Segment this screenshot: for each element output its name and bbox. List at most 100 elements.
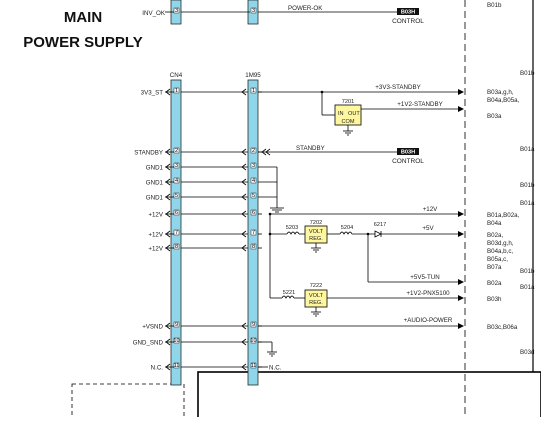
pin-number-right: 3	[252, 163, 255, 169]
ref-b03d: B03d	[520, 349, 535, 356]
inv-ok-control: CONTROL	[392, 18, 424, 25]
arrow-1v2-standby	[458, 106, 464, 112]
pin-number-left: 6	[175, 210, 178, 216]
inv-ok-pin-box-right	[250, 7, 257, 14]
pin-arrow-left	[165, 163, 171, 171]
reg-7222-line2: REG.	[309, 300, 323, 306]
arrow-5v5-tun	[458, 279, 464, 285]
power-ok-signal: POWER-OK	[288, 5, 323, 12]
inv-ok-label: INV_OK	[142, 10, 166, 17]
rail-5v5-tun: +5V5-TUN	[410, 274, 439, 281]
pin-number-left: 2	[175, 148, 178, 154]
pin-arrow-left	[165, 230, 171, 238]
reg-7202-line2: REG.	[309, 236, 323, 242]
pin-arrow-left	[165, 88, 171, 96]
coil-5203	[286, 231, 300, 235]
pin-arrow-left	[165, 244, 171, 252]
pin-number-left: 5	[175, 193, 178, 199]
ref-b04a: B04a	[487, 220, 502, 227]
pin-number-right: 8	[252, 244, 255, 250]
reg-7222-line1: VOLT	[309, 293, 324, 299]
rail-1v2-standby: +1V2-STANDBY	[397, 101, 442, 108]
reg-7222-ref: 7222	[310, 283, 322, 289]
pin-box-right	[250, 337, 257, 344]
ref-b01b-3: B01b	[520, 182, 535, 189]
arrow-3v3-standby	[458, 89, 464, 95]
pin-number-left: 9	[175, 322, 178, 328]
connector-left-label: CN4	[170, 72, 183, 79]
title-line-2: POWER SUPPLY	[23, 34, 142, 51]
ref-b02a-2: B02a	[487, 280, 502, 287]
reg-7201-out: OUT	[348, 111, 360, 117]
pin-label: GND1	[146, 195, 164, 202]
pin-box-left	[173, 192, 180, 199]
inv-ok-chip	[397, 8, 419, 15]
arrow-5v	[458, 231, 464, 237]
ref-b03d-gh: B03d,g,h,	[487, 240, 514, 247]
inv-ok-pin-box	[173, 7, 180, 14]
pin-box-right	[250, 209, 257, 216]
pin-box-right	[250, 177, 257, 184]
ref-b01a-b02a: B01a,B02a,	[487, 212, 520, 219]
pin-box-left	[173, 243, 180, 250]
arrow-12v	[458, 211, 464, 217]
nc-right-label: N.C.	[269, 365, 282, 372]
pin-number-right: 6	[252, 210, 255, 216]
pin-arrow-right	[241, 163, 247, 171]
pin-label: GND1	[146, 180, 164, 187]
pin-box-right	[250, 147, 257, 154]
pin-box-right	[250, 162, 257, 169]
pin-box-left	[173, 362, 180, 369]
pin-number-right: 10	[250, 338, 256, 344]
pin-number-right: 1	[252, 88, 255, 94]
pin-box-left	[173, 162, 180, 169]
rail-1v2-pnx5100: +1V2-PNX5100	[406, 290, 450, 297]
pin-number-right: 2	[252, 148, 255, 154]
pin-box-right	[250, 243, 257, 250]
coil-5204-ref: 5204	[341, 225, 353, 231]
pin-label: +12V	[148, 232, 163, 239]
inv-ok-pin-right: 3	[252, 8, 255, 14]
pin-number-left: 10	[173, 338, 179, 344]
bottom-dashed-box	[71, 383, 185, 422]
ref-b03c-b06a: B03c,B06a	[487, 324, 518, 331]
pin-box-right	[250, 321, 257, 328]
pin-arrow-right	[241, 210, 247, 218]
coil-5221-ref: 5221	[283, 290, 295, 296]
pin-number-right: 7	[252, 230, 255, 236]
pin-box-right	[250, 229, 257, 236]
pin-box-right	[250, 192, 257, 199]
title-line-1: MAIN	[64, 9, 102, 26]
coil-5203-ref: 5203	[286, 225, 298, 231]
ref-b01a-standby: B01a	[520, 146, 535, 153]
reg-7202-ref: 7202	[310, 220, 322, 226]
pin-label: GND_SND	[133, 340, 164, 347]
reg-7201-ref: 7201	[342, 99, 354, 105]
pin-number-left: 11	[174, 363, 180, 369]
pin-box-left	[173, 209, 180, 216]
pin-arrow-right	[241, 178, 247, 186]
rail-5v: +5V	[422, 225, 434, 232]
pin-label: N.C.	[151, 365, 164, 372]
ref-b04a-bc: B04a,b,c,	[487, 248, 513, 255]
rail-12v: +12V	[423, 206, 438, 213]
pin-number-right: 5	[252, 193, 255, 199]
ref-b02a: B02a,	[487, 232, 503, 239]
pin-label: STANDBY	[134, 150, 163, 157]
standby-control: CONTROL	[392, 158, 424, 165]
diode-6217	[374, 230, 382, 238]
bottom-frame-box	[197, 371, 541, 422]
pin-box-left	[173, 321, 180, 328]
arrow-audio-power	[458, 323, 464, 329]
ref-b07a: B07a	[487, 264, 502, 271]
pin-box-left	[173, 229, 180, 236]
standby-chevron-b	[265, 148, 271, 156]
coil-5221	[281, 295, 295, 299]
pin-box-left	[173, 147, 180, 154]
rail-audio-power: +AUDIO-POWER	[404, 317, 453, 324]
pin-number-right: 9	[252, 322, 255, 328]
pin-arrow-right	[241, 230, 247, 238]
ref-b05a-c: B05a,c,	[487, 256, 508, 263]
